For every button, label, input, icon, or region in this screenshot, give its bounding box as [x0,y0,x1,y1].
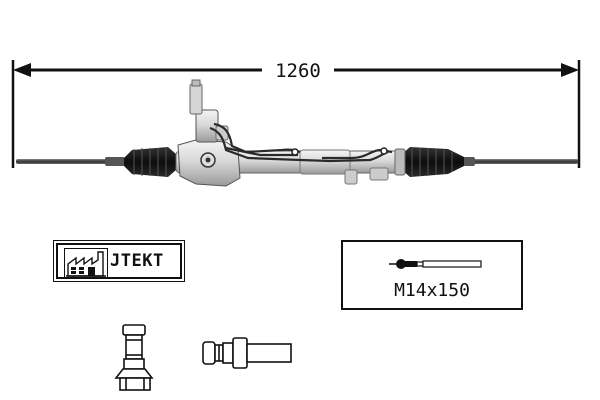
hose-fitting-icon [202,337,292,369]
dimension-arrow-right-icon [561,63,579,77]
hydraulic-lines [209,122,393,163]
tie-rod-end-icon [389,259,482,269]
left-bellows-boot [124,147,176,177]
dimension-label: 1260 [275,60,321,82]
right-tie-rod [466,159,578,164]
dimension-arrow-left-icon [13,63,31,77]
pipe-adapter-icon [114,324,154,391]
steering-rack-icon [16,79,578,187]
brand-name: JTEKT [110,251,164,271]
cylinder-section [299,149,351,175]
left-tie-rod [16,159,122,164]
dimension-line: 1260 [11,60,581,168]
pinion-valve-body [177,79,241,187]
input-shaft [189,83,203,115]
brand-badge: JTEKT [53,240,185,282]
thread-spec-box: M14x150 [341,240,523,310]
factory-icon [64,248,108,278]
right-bellows-boot [402,147,464,177]
valve-tower [195,109,219,143]
thread-spec-label: M14x150 [394,280,470,301]
